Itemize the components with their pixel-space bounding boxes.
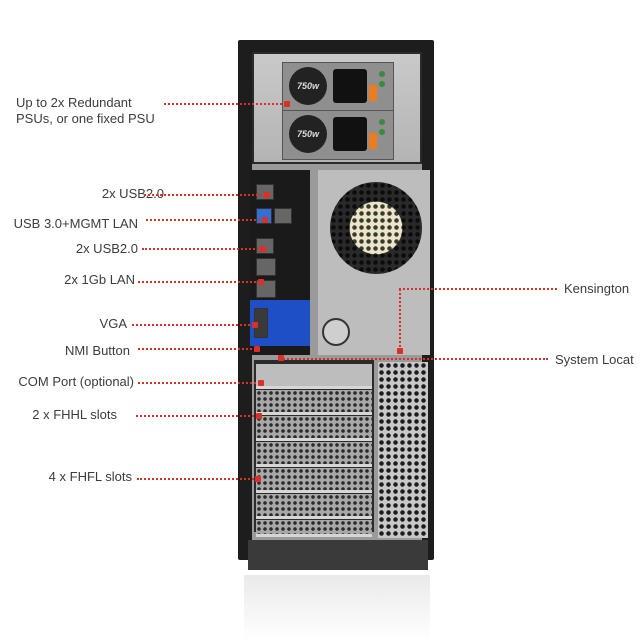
pcie-slot xyxy=(256,468,372,493)
leader-lan xyxy=(138,281,260,283)
leader-com xyxy=(138,382,260,384)
label-kensington: Kensington xyxy=(564,281,630,296)
pcie-slot xyxy=(256,520,372,537)
psu-led-icon xyxy=(379,71,385,77)
psu-led-icon xyxy=(379,119,385,125)
label-lan: 2x 1Gb LAN xyxy=(64,272,135,287)
leader-psu xyxy=(164,103,286,105)
marker-fhfl xyxy=(255,476,261,482)
marker-kensington xyxy=(397,348,403,354)
leader-kensington-vertical xyxy=(399,289,401,351)
marker-psu xyxy=(284,101,290,107)
leader-nmi xyxy=(138,348,256,350)
leader-usb2-bottom xyxy=(142,248,262,250)
label-com: COM Port (optional) xyxy=(18,374,134,389)
psu-led-icon xyxy=(379,81,385,87)
fan-mesh xyxy=(330,182,422,274)
pcie-slot xyxy=(256,390,372,415)
marker-nmi xyxy=(254,346,260,352)
marker-com xyxy=(258,380,264,386)
marker-vga xyxy=(252,322,258,328)
com-port-bracket xyxy=(256,364,372,389)
label-usb2-bottom: 2x USB2.0 xyxy=(75,241,138,256)
leader-usb2-top xyxy=(144,194,266,196)
marker-usb2-top xyxy=(264,192,270,198)
label-fhhl: 2 x FHHL slots xyxy=(32,407,117,422)
leader-system-locator xyxy=(280,358,548,360)
label-psu-line2: PSUs, or one fixed PSU xyxy=(16,111,155,126)
leader-fhfl xyxy=(137,478,257,480)
pcie-slot xyxy=(256,416,372,441)
psu-fan-icon: 750w xyxy=(289,67,327,105)
label-system-locator: System Locat xyxy=(555,352,634,367)
side-vent-mesh xyxy=(378,362,428,538)
floor-reflection xyxy=(244,575,430,640)
psu-release-latch xyxy=(369,133,377,149)
label-vga: VGA xyxy=(99,316,127,331)
power-socket-icon xyxy=(333,69,367,103)
pcie-slot xyxy=(256,442,372,467)
psu-fan-icon: 750w xyxy=(289,115,327,153)
leader-kensington xyxy=(399,288,557,290)
label-psu: Up to 2x Redundant PSUs, or one fixed PS… xyxy=(16,95,155,127)
marker-system-locator xyxy=(278,355,284,361)
leader-fhhl xyxy=(136,415,258,417)
leader-usb3-mgmt xyxy=(146,219,264,221)
psu-unit-1: 750w xyxy=(282,62,394,112)
marker-usb3-mgmt xyxy=(262,217,268,223)
psu-release-latch xyxy=(369,85,377,101)
psu-unit-2: 750w xyxy=(282,110,394,160)
power-socket-icon xyxy=(333,117,367,151)
mgmt-lan-port xyxy=(274,208,292,224)
kensington-lock-icon xyxy=(322,318,350,346)
leader-vga xyxy=(132,324,254,326)
label-usb2-top: 2x USB2.0 xyxy=(101,186,164,201)
marker-lan xyxy=(258,279,264,285)
marker-usb2-bottom xyxy=(260,246,266,252)
psu-led-icon xyxy=(379,129,385,135)
marker-fhhl xyxy=(256,413,262,419)
lan-port-1 xyxy=(256,258,276,276)
chassis-base xyxy=(248,540,428,570)
label-nmi: NMI Button xyxy=(64,343,130,358)
label-psu-line1: Up to 2x Redundant xyxy=(16,95,132,110)
label-fhfl: 4 x FHFL slots xyxy=(48,469,132,484)
label-usb3-mgmt: USB 3.0+MGMT LAN xyxy=(13,216,138,231)
pcie-slot xyxy=(256,494,372,519)
